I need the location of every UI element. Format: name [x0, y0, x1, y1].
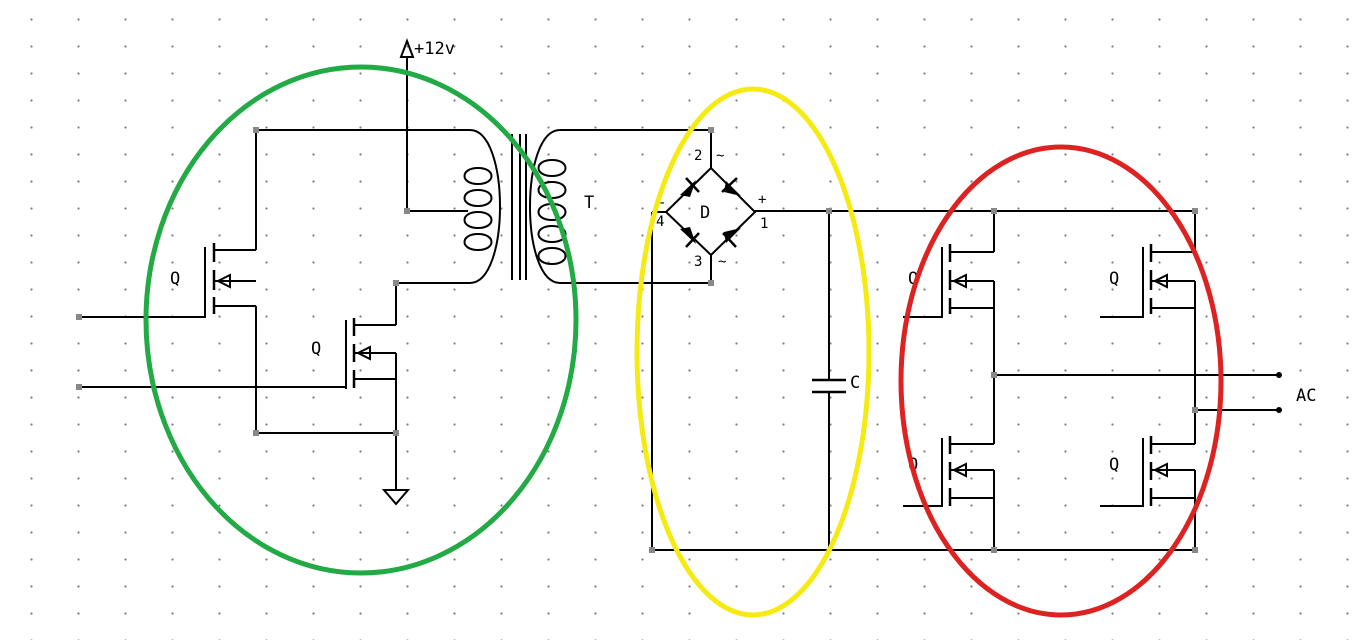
mosfet-icon	[1142, 436, 1195, 507]
junction-nodes	[76, 127, 1282, 553]
mosfet-q2-label: Q	[311, 339, 321, 359]
rectifier-highlight	[634, 86, 872, 618]
pin-3-label: 3	[694, 254, 702, 270]
bridge-label: D	[700, 203, 710, 223]
capacitor-label: C	[850, 373, 860, 393]
diode-icon	[721, 177, 741, 196]
supply-arrow-icon	[399, 38, 415, 211]
diode-icon	[722, 228, 741, 248]
mosfet-icon	[345, 318, 396, 389]
bridge-rectifier: 2 ~ 4 - 1 + 3 ~ D	[656, 148, 768, 270]
pin-1-label: 1	[760, 216, 768, 232]
capacitor-icon	[812, 378, 846, 394]
supply-label: +12v	[414, 39, 455, 59]
mosfet-q6-label: Q	[1109, 455, 1119, 475]
diode-icon	[680, 177, 700, 197]
h-bridge-stage: Q Q Q	[903, 211, 1316, 550]
push-pull-stage: +12v Q	[79, 38, 470, 506]
mosfet-icon	[204, 243, 256, 318]
diode-icon	[680, 227, 700, 248]
mosfet-icon	[941, 244, 994, 318]
ground-icon	[381, 489, 411, 506]
transformer-icon	[463, 129, 567, 284]
mosfet-q3-label: Q	[908, 269, 918, 289]
pin-2-label: 2	[694, 148, 702, 164]
transformer-label: T	[584, 193, 594, 213]
mosfet-icon	[941, 436, 994, 507]
pin-2-tilde: ~	[716, 148, 724, 164]
pin-3-tilde: ~	[718, 254, 726, 270]
h-bridge-highlight	[898, 144, 1224, 618]
mosfet-q1-label: Q	[170, 269, 180, 289]
mosfet-q5-label: Q	[1109, 269, 1119, 289]
mosfet-icon	[1142, 244, 1195, 318]
pin-4-label: 4	[656, 214, 664, 230]
pin-1-plus: +	[758, 192, 766, 208]
pin-4-minus: -	[658, 195, 666, 211]
push-pull-highlight	[143, 64, 579, 576]
ac-output-label: AC	[1296, 386, 1316, 406]
